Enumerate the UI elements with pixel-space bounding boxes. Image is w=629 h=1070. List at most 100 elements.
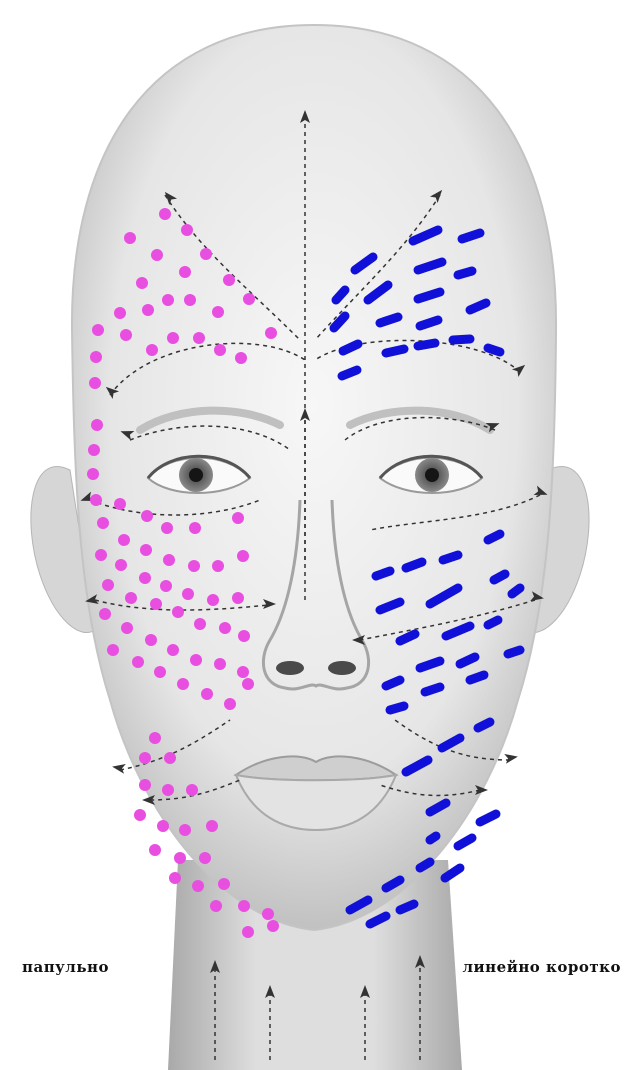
linear-dash	[480, 814, 496, 822]
linear-dash	[342, 370, 357, 376]
linear-dash	[508, 650, 520, 654]
papular-dot	[235, 352, 247, 364]
papular-dot	[194, 618, 206, 630]
papular-dot	[184, 294, 196, 306]
linear-dash	[470, 675, 484, 680]
papular-dot	[199, 852, 211, 864]
linear-dash	[488, 534, 500, 540]
papular-dot	[181, 224, 193, 236]
papular-dot	[136, 277, 148, 289]
papular-dot	[189, 522, 201, 534]
papular-dot	[172, 606, 184, 618]
papular-dot	[177, 678, 189, 690]
linear-dash	[512, 588, 520, 594]
papular-dot	[161, 522, 173, 534]
left-nostril	[276, 661, 304, 675]
papular-dot	[90, 351, 102, 363]
papular-dot	[232, 512, 244, 524]
papular-dot	[118, 534, 130, 546]
papular-dot	[102, 579, 114, 591]
papular-dot	[214, 344, 226, 356]
papular-dot	[200, 248, 212, 260]
papular-dot	[207, 594, 219, 606]
papular-dot	[262, 908, 274, 920]
papular-dot	[238, 900, 250, 912]
papular-dot	[90, 494, 102, 506]
arrowhead-icon	[111, 762, 126, 774]
papular-dot	[265, 327, 277, 339]
papular-dot	[159, 208, 171, 220]
papular-dot	[91, 419, 103, 431]
papular-dot	[188, 560, 200, 572]
papular-dot	[157, 820, 169, 832]
linear-dash	[478, 722, 490, 728]
papular-dot	[120, 329, 132, 341]
linear-dash	[386, 680, 400, 686]
linear-dash	[462, 233, 480, 239]
linear-dash	[425, 687, 440, 692]
linear-dash	[488, 620, 498, 625]
papular-dot	[219, 622, 231, 634]
papular-dot	[95, 549, 107, 561]
papular-dot	[174, 852, 186, 864]
papular-dot	[167, 332, 179, 344]
papular-dot	[97, 517, 109, 529]
papular-dot	[218, 878, 230, 890]
papular-dot	[201, 688, 213, 700]
papular-dot	[121, 622, 133, 634]
linear-dash	[443, 555, 458, 560]
papular-dot	[132, 656, 144, 668]
linear-dash	[420, 320, 438, 326]
linear-dash	[343, 344, 358, 351]
linear-short-technique-label: линейно коротко	[462, 958, 621, 976]
linear-dash	[458, 838, 472, 846]
papular-dot	[149, 732, 161, 744]
linear-dash	[494, 574, 505, 580]
papular-dot	[186, 784, 198, 796]
papular-dot	[164, 752, 176, 764]
linear-dash	[386, 349, 404, 353]
papular-dot	[210, 900, 222, 912]
papular-dot	[214, 658, 226, 670]
papular-dot	[141, 510, 153, 522]
papular-dot	[192, 880, 204, 892]
papular-dot	[89, 377, 101, 389]
papular-dot	[267, 920, 279, 932]
linear-dash	[380, 317, 398, 323]
linear-dash	[453, 339, 470, 340]
papular-dot	[224, 698, 236, 710]
arrowhead-icon	[504, 752, 519, 764]
linear-dash	[418, 343, 435, 346]
papular-dot	[237, 666, 249, 678]
papular-dot	[212, 560, 224, 572]
papular-dot	[238, 630, 250, 642]
papular-dot	[114, 498, 126, 510]
papular-dot	[232, 592, 244, 604]
papular-dot	[162, 784, 174, 796]
papular-dot	[163, 554, 175, 566]
papular-dot	[142, 304, 154, 316]
papular-dot	[134, 809, 146, 821]
papular-dot	[150, 598, 162, 610]
papular-dot	[99, 608, 111, 620]
papular-dot	[212, 306, 224, 318]
papular-dot	[193, 332, 205, 344]
papular-dot	[206, 820, 218, 832]
papular-dot	[237, 550, 249, 562]
linear-dash	[460, 657, 475, 664]
papular-dot	[160, 580, 172, 592]
papular-dot	[145, 634, 157, 646]
papular-dot	[169, 872, 181, 884]
papular-dot	[139, 572, 151, 584]
linear-dash	[420, 862, 430, 868]
papular-dot	[243, 293, 255, 305]
linear-dash	[470, 303, 486, 310]
papular-dot	[115, 559, 127, 571]
papular-technique-label: папульно	[22, 958, 109, 976]
papular-dot	[139, 779, 151, 791]
papular-dot	[190, 654, 202, 666]
papular-dot	[149, 844, 161, 856]
papular-dot	[162, 294, 174, 306]
papular-dot	[179, 266, 191, 278]
